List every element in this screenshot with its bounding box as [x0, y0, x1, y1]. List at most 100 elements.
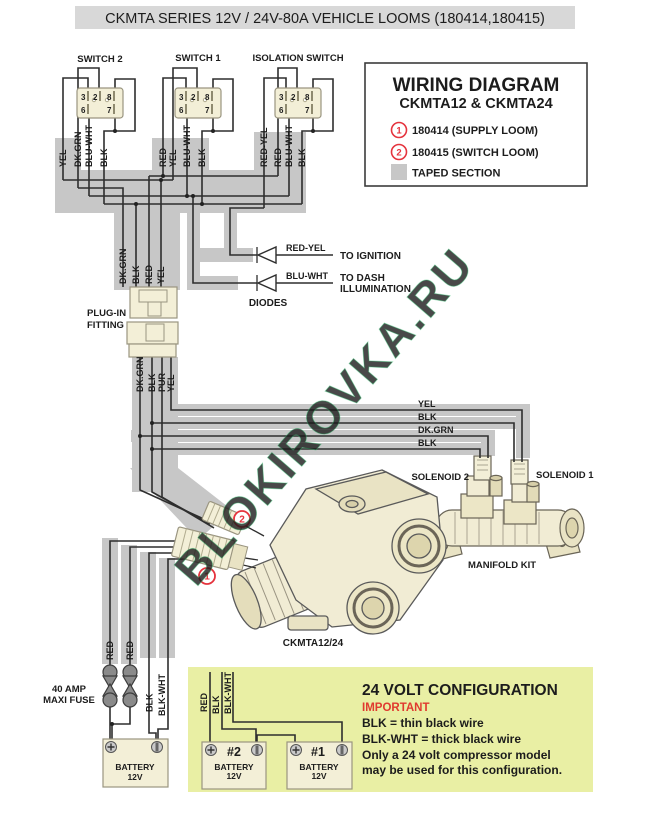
wire-label: BLK	[145, 693, 155, 712]
battery-1: #1 BATTERY 12V	[286, 741, 353, 790]
wire-label: BLK	[147, 373, 157, 392]
isolation-switch: ISOLATION SWITCH 3 2 8 6 7 RED-YEL RED B…	[252, 53, 343, 167]
tape-supply-3	[140, 552, 156, 658]
battery-1-name: BATTERY	[299, 762, 339, 772]
marker-1: 1	[198, 567, 216, 585]
battery-left-name: BATTERY	[115, 762, 155, 772]
config-line: Only a 24 volt compressor model	[362, 748, 551, 762]
switch-2-label: SWITCH 2	[77, 54, 122, 65]
config-line: may be used for this configuration.	[362, 763, 562, 777]
diode-2-icon	[256, 273, 277, 293]
wire-label: BLU-WHT	[84, 125, 94, 167]
wire-label: YEL	[58, 149, 68, 167]
tape-tab-switch1	[152, 138, 209, 173]
wire-label: BLK	[297, 148, 307, 167]
pin-label: 8	[205, 93, 210, 102]
config-important: IMPORTANT	[362, 702, 430, 714]
pin-label: 3	[179, 93, 184, 102]
tape-swatch-icon	[391, 164, 407, 180]
title-bar: CKMTA SERIES 12V / 24V-80A VEHICLE LOOMS…	[75, 6, 575, 29]
isolation-switch-label: ISOLATION SWITCH	[252, 53, 343, 64]
diodes-symbols	[256, 245, 333, 293]
wire-label: BLK-WHT	[157, 674, 167, 716]
wire-label: RED-YEL	[259, 127, 269, 167]
fuse-1-icon	[101, 664, 119, 708]
title-bar-bg	[75, 6, 575, 29]
legend-item-3-text: TAPED SECTION	[412, 168, 500, 180]
wire-label: BLU-WHT	[284, 125, 294, 167]
marker-2-num: 2	[239, 515, 245, 526]
legend-title: WIRING DIAGRAM	[393, 75, 560, 96]
legend-marker-2-num: 2	[396, 148, 401, 159]
manifold-kit-illustration	[428, 455, 585, 562]
pin-label: 6	[279, 106, 284, 115]
wire-label: RED	[105, 640, 115, 660]
switch-1-label: SWITCH 1	[175, 53, 221, 64]
diode-1-wire-label: RED-YEL	[286, 243, 326, 253]
fitting-base	[128, 343, 177, 358]
battery-2-num: #2	[227, 745, 241, 759]
wire-label: BLU-WHT	[182, 125, 192, 167]
pin-label: 3	[81, 93, 86, 102]
wire-label: BLK	[131, 265, 141, 284]
solenoid-1-label: SOLENOID 1	[536, 470, 594, 481]
plug-in-fitting-label-1: PLUG-IN	[87, 308, 126, 319]
legend-marker-1-num: 1	[396, 126, 402, 137]
pin-label: 3	[279, 93, 284, 102]
diode-2-destination-line1: TO DASH	[340, 273, 385, 284]
battery-2: #2 BATTERY 12V	[201, 741, 267, 790]
wire-label: BLK	[418, 438, 437, 448]
fuse-2-icon	[121, 664, 139, 708]
diodes-labels: RED-YEL TO IGNITION BLU-WHT TO DASH ILLU…	[249, 243, 411, 309]
supply-loom-wires	[109, 523, 265, 741]
plug-in-fitting-label-2: FITTING	[87, 320, 124, 331]
plug-in-fitting: PLUG-IN FITTING DK.GRN BLK RED YEL DK.GR…	[87, 249, 179, 393]
wire-label: RED	[158, 147, 168, 167]
tape-trunk-upper	[114, 213, 180, 290]
switch-1: SWITCH 1 3 2 8 6 7 RED YEL BLU-WHT BLK	[158, 53, 222, 167]
config-title: 24 VOLT CONFIGURATION	[362, 682, 558, 699]
battery-left-volt: 12V	[127, 772, 142, 782]
supply-loom-connector	[171, 526, 249, 571]
diode-2-destination-line2: ILLUMINATION	[340, 284, 411, 295]
wire-label: DK.GRN	[73, 132, 83, 168]
battery-left: BATTERY 12V	[102, 738, 169, 788]
wire-label: BLK	[197, 148, 207, 167]
wire-label: YEL	[156, 266, 166, 284]
switch-2: SWITCH 2 3 2 8 6 7 YEL DK.GRN BLU-WHT BL…	[58, 54, 124, 168]
wire-label: RED	[199, 692, 209, 712]
pin-label: 2	[191, 93, 196, 102]
fuse-label-line1: 40 AMP	[52, 684, 87, 695]
battery-2-name: BATTERY	[214, 762, 254, 772]
fuse-label-line2: MAXI FUSE	[43, 695, 95, 706]
solenoid-2-label: SOLENOID 2	[411, 472, 469, 483]
legend-item-1-text: 180414 (SUPPLY LOOM)	[412, 125, 538, 137]
battery-1-volt: 12V	[311, 771, 326, 781]
supply-loom-labels: RED RED BLK BLK-WHT	[105, 640, 167, 716]
config-line: BLK-WHT = thick black wire	[362, 732, 521, 746]
diode-2-wire-label: BLU-WHT	[286, 271, 328, 281]
tape-supply-4	[159, 558, 175, 658]
pin-label: 2	[93, 93, 98, 102]
pin-label: 8	[107, 93, 112, 102]
wire-label: BLK	[99, 148, 109, 167]
wire-label: BLK-WHT	[223, 672, 233, 714]
pin-label: 8	[305, 93, 310, 102]
battery-1-num: #1	[311, 745, 325, 759]
pin-label: 7	[107, 106, 112, 115]
pin-label: 7	[305, 106, 310, 115]
legend-marker-2-icon	[390, 143, 408, 161]
wire-label: DK.GRN	[118, 249, 128, 285]
wire-label: DK.GRN	[135, 357, 145, 393]
marker-1-num: 1	[204, 572, 210, 583]
compressor-loom-wires	[139, 357, 523, 529]
solenoid-run-labels: YEL BLK DK.GRN BLK SOLENOID 2 SOLENOID 1…	[411, 399, 594, 571]
pin-label: 6	[81, 106, 86, 115]
wire-label: DK.GRN	[418, 425, 454, 435]
legend-item-2-text: 180415 (SWITCH LOOM)	[412, 147, 539, 159]
config-wires	[209, 672, 343, 744]
diode-1-icon	[256, 245, 277, 265]
wire-label: RED	[144, 264, 154, 284]
